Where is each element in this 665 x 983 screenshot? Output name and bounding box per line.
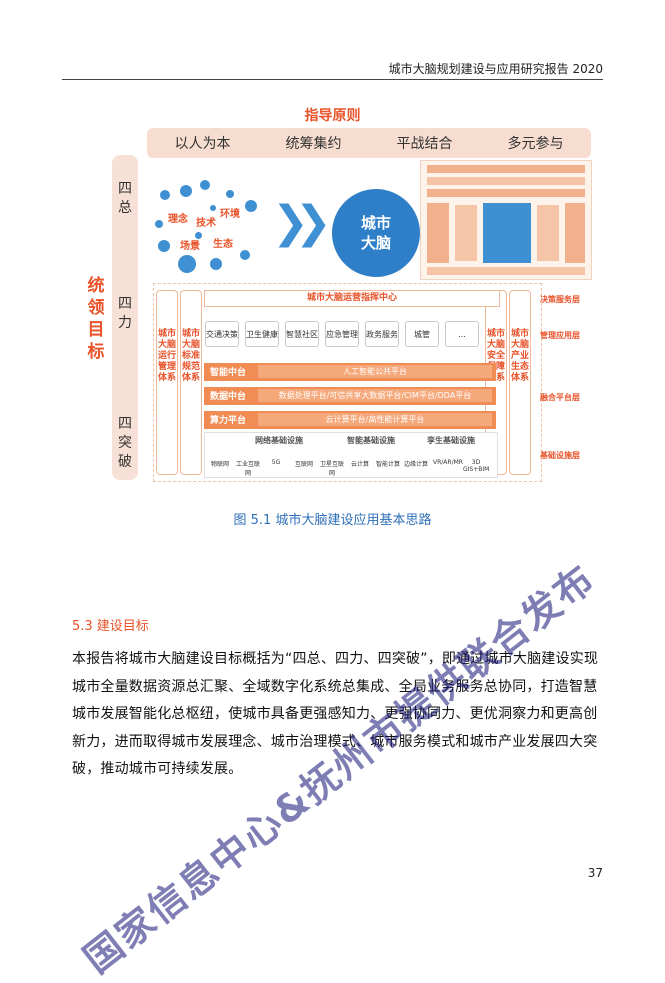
figure-caption: 图 5.1 城市大脑建设应用基本思路 [233,513,432,528]
app-tile-2: 卫生健康 [245,321,279,347]
cluster-label-1: 理念 [168,214,188,225]
city-brain-label: 城市大脑 [360,214,391,252]
cluster-label-3: 环境 [220,209,240,220]
infra-head-3: 孪生基础设施 [427,436,475,445]
layer-name: 智能中台 [210,368,247,378]
principle-4: 多元参与 [507,136,564,152]
vertical-mgmt: 城市大脑运行管理体系 [156,290,178,475]
app-tile-6: 城管 [405,321,439,347]
layer-content: 数据处理平台/可信共享大数据平台/CIM平台/DDA平台 [258,389,492,402]
infra-item: 互联网 [294,461,313,468]
command-center: 城市大脑运营指挥中心 [204,290,500,307]
infra-item: 智能计算 [375,461,400,468]
layer-compute: 算力平台 云计算平台/高性能计算平台 [204,411,496,429]
section-heading: 5.3 建设目标 [72,619,149,634]
infra-item: 工业互联网 [235,461,260,477]
city-brain-circle: 城市大脑 [332,189,420,277]
right-label-1: 决策服务层 [540,295,580,304]
infra-item: VR/AR/MR [433,459,463,466]
body-paragraph: 本报告将城市大脑建设目标概括为“四总、四力、四突破”，即通过城市大脑建设实现城市… [72,651,599,777]
layer-intelligence: 智能中台 人工智能公共平台 [204,363,496,381]
infra-item: 物联网 [210,461,229,468]
app-tile-3: 智慧社区 [285,321,319,347]
infra-item: 云计算 [350,461,369,468]
figure-heading: 指导原则 [304,108,361,124]
layer-content: 人工智能公共平台 [258,365,492,378]
principle-1: 以人为本 [174,136,231,152]
layer-content: 云计算平台/高性能计算平台 [258,413,492,426]
right-label-3: 融合平台层 [540,393,580,402]
principles-bar: 以人为本 统筹集约 平战结合 多元参与 [147,128,591,158]
running-header: 城市大脑规划建设与应用研究报告 2020 [388,62,603,76]
app-tile-1: 交通决策 [205,321,239,347]
page-number: 37 [587,866,603,880]
infra-item: 边缘计算 [403,461,428,468]
infra-item: 5G [271,459,281,466]
layer-data: 数据中台 数据处理平台/可信共享大数据平台/CIM平台/DDA平台 [204,387,496,405]
right-label-4: 基础设施层 [540,451,580,460]
left-col-3: 四突破 [118,416,132,470]
right-label-2: 管理应用层 [540,331,580,340]
left-col-2: 四力 [118,296,132,331]
infra-item: 卫星互联网 [319,461,344,477]
left-column: 四总 四力 四突破 [112,155,138,480]
mini-architecture-diagram [420,160,592,280]
left-col-1: 四总 [118,181,132,216]
vertical-industry: 城市大脑产业生态体系 [509,290,531,475]
principle-2: 统筹集约 [285,136,342,152]
cluster-label-2: 技术 [196,218,216,229]
cluster-label-5: 生态 [213,239,233,250]
cluster-label-4: 场景 [180,241,200,252]
infra-head-1: 网络基础设施 [255,436,303,445]
app-tile-5: 政务服务 [365,321,399,347]
architecture-frame [153,283,542,482]
layer-name: 算力平台 [210,416,247,426]
vertical-standards: 城市大脑标准规范体系 [180,290,202,475]
layer-name: 数据中台 [210,392,247,402]
header-rule [62,79,603,80]
side-label: 统领目标 [87,276,105,362]
app-tile-4: 应急管理 [325,321,359,347]
chevron-right-icon: ❯❯ [272,197,332,248]
infrastructure-box: 网络基础设施 智能基础设施 孪生基础设施 物联网 工业互联网 5G 互联网 卫星… [204,432,498,478]
app-tile-7: ... [445,321,479,347]
infra-head-2: 智能基础设施 [347,436,395,445]
principle-3: 平战结合 [396,136,453,152]
infra-item: 3D GIS+BIM [463,459,490,473]
